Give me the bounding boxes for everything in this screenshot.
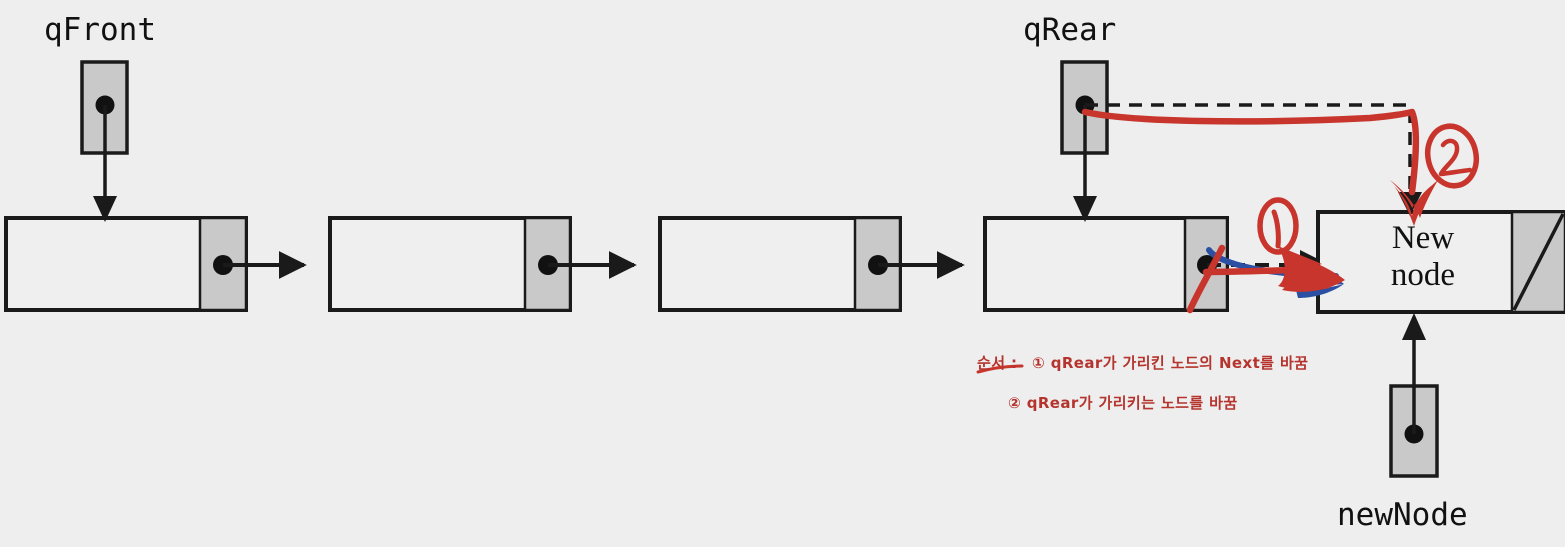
- pointer-label-qrear: qRear: [1023, 12, 1117, 48]
- note-line-2: ② qRear가 가리키는 노드를 바꿈: [1008, 394, 1238, 412]
- pointer-label-newnode: newNode: [1337, 497, 1468, 533]
- node-box-new: [1316, 210, 1565, 314]
- node-box-1: [4, 216, 307, 312]
- node-box-2: [328, 216, 637, 312]
- step1-red-arrow: [1186, 244, 1345, 314]
- pointer-box-qfront: [80, 60, 129, 222]
- node-label-newnode: New node: [1390, 220, 1456, 293]
- qrear-arrowhead: [1073, 196, 1097, 222]
- pointer-box-qrear: [1060, 60, 1109, 222]
- qfront-arrowhead: [93, 196, 117, 222]
- step-marker-2-circle: [1424, 123, 1480, 189]
- note-heading: 순서 :: [977, 354, 1018, 372]
- note-heading-underline: [976, 364, 1024, 374]
- pointer-label-qfront: qFront: [44, 12, 156, 48]
- pointer-box-newnode: [1389, 313, 1439, 478]
- step2-red-arrow: [1081, 108, 1438, 226]
- null-slash-icon: [1512, 213, 1565, 311]
- node-box-3: [658, 216, 965, 312]
- newnode-arrowhead: [1402, 313, 1426, 340]
- note-line-1: ① qRear가 가리킨 노드의 Next를 바꿈: [1032, 354, 1309, 372]
- step-marker-1-circle: [1257, 197, 1299, 255]
